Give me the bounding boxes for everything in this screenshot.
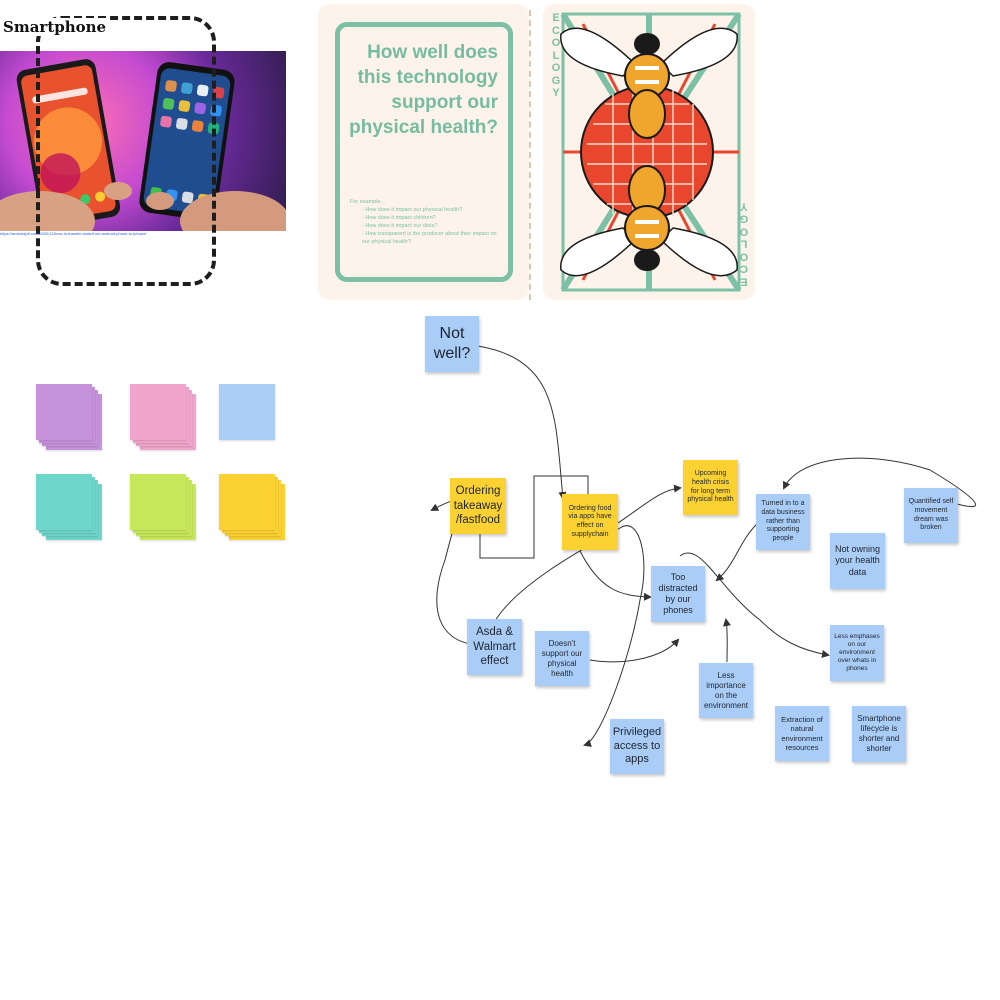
sticky-sheet: [36, 474, 92, 530]
note-asda-walmart[interactable]: Asda & Walmart effect: [467, 619, 522, 675]
connector: [494, 525, 645, 747]
note-ordering-takeaway[interactable]: Ordering takeaway /fastfood: [450, 478, 506, 534]
note-extraction[interactable]: Extraction of natural environment resour…: [775, 706, 829, 761]
note-not-well[interactable]: Not well?: [425, 316, 479, 372]
question-card-border: [335, 22, 513, 282]
note-less-emphases[interactable]: Less emphases on our environment over wh…: [830, 625, 884, 681]
sticky-sheet: [130, 384, 186, 440]
example-item: How transparent is the producer about th…: [362, 230, 500, 246]
note-ordering-apps[interactable]: Ordering food via apps have effect on su…: [562, 494, 618, 550]
note-privileged[interactable]: Privileged access to apps: [610, 719, 664, 774]
note-health-crisis[interactable]: Upcoming health crisis for long term phy…: [683, 460, 738, 515]
example-item: How does it impact our physical health?: [362, 206, 500, 214]
question-card[interactable]: [318, 4, 529, 300]
examples-label: For example...: [350, 199, 386, 205]
connector: [479, 475, 589, 559]
connector: [579, 550, 652, 601]
bee-illustration: [560, 12, 742, 292]
photo-link[interactable]: https://androidpit.com/2020/12/how-to-tr…: [0, 231, 147, 236]
connector: [477, 345, 567, 500]
card-fold-line: [527, 10, 531, 300]
sticky-sheet: [219, 384, 275, 440]
connector: [723, 618, 731, 663]
connector: [679, 552, 830, 658]
note-doesnt-support[interactable]: Doesn't support our physical health: [535, 631, 589, 686]
ecology-label-text: ECOLOGY: [551, 12, 561, 99]
sticky-sheet: [36, 384, 92, 440]
frame-title[interactable]: Smartphone: [3, 18, 109, 36]
question-examples: For example... How does it impact our ph…: [350, 198, 500, 246]
connector: [617, 484, 682, 524]
note-too-distracted[interactable]: Too distracted by our phones: [651, 566, 705, 622]
note-lifecycle[interactable]: Smartphone lifecycle is shorter and shor…: [852, 706, 906, 762]
sticky-sheet: [219, 474, 275, 530]
note-not-owning[interactable]: Not owning your health data: [830, 533, 885, 589]
note-data-business[interactable]: Turned in to a data business rather than…: [756, 494, 810, 550]
ecology-label-top: ECOLOGY: [550, 12, 562, 100]
note-less-importance[interactable]: Less importance on the environment: [699, 663, 753, 718]
question-text: How well does this technology support ou…: [349, 42, 498, 138]
smartphone-frame[interactable]: [36, 16, 216, 286]
sticky-sheet: [130, 474, 186, 530]
connector: [783, 457, 977, 508]
example-item: How does it impact our diets?: [362, 222, 500, 230]
example-item: How does it impact children?: [362, 214, 500, 222]
ecology-card[interactable]: [543, 4, 755, 300]
note-quantified-self[interactable]: Quantified self movement dream was broke…: [904, 488, 958, 543]
phones-illustration: [0, 59, 286, 231]
connector: [589, 638, 680, 663]
connector: [715, 523, 758, 582]
smartphone-photo[interactable]: [0, 51, 286, 231]
